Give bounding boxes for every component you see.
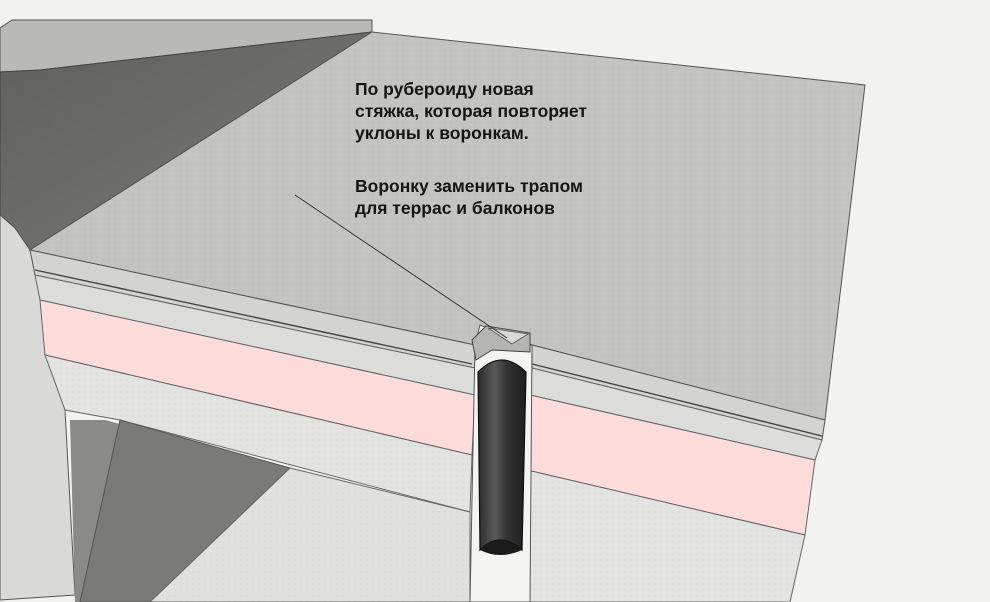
leader-line [294, 194, 508, 339]
drain-annotation: Воронку заменить трапом для террас и бал… [355, 176, 583, 218]
roofing-felt-line [34, 269, 473, 365]
drain-pipe [477, 359, 527, 552]
screed-annotation: По рубероиду новая стяжка, которая повто… [355, 79, 588, 143]
